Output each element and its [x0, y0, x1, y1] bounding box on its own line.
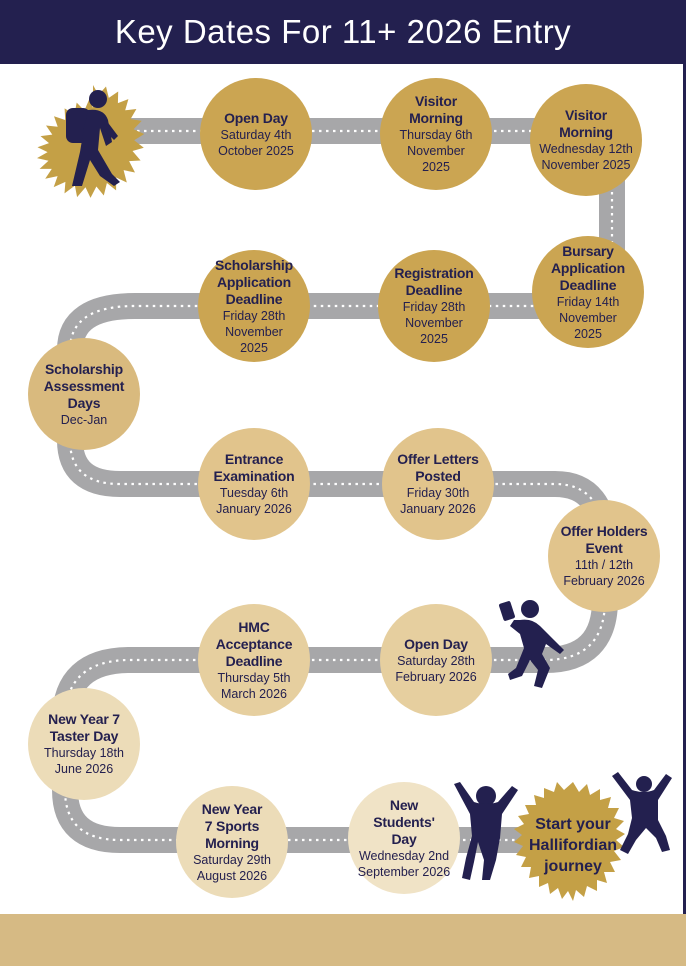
event-title: Offer Letters Posted: [397, 451, 479, 484]
event-circle-offer-holders: Offer Holders Event 11th / 12th February…: [548, 500, 660, 612]
event-circle-open-day-oct: Open Day Saturday 4th October 2025: [200, 78, 312, 190]
event-title: Bursary Application Deadline: [550, 242, 626, 293]
event-date: Wednesday 12th November 2025: [539, 142, 633, 172]
event-circle-entrance-examination: Entrance Examination Tuesday 6th January…: [198, 428, 310, 540]
event-title: New Year 7 Sports Morning: [201, 800, 263, 851]
event-date: 11th / 12th February 2026: [563, 558, 645, 588]
event-title: Scholarship Application Deadline: [215, 256, 293, 307]
event-title: Open Day: [404, 635, 468, 652]
event-title: New Year 7 Taster Day: [48, 711, 120, 744]
event-date: Friday 28th November 2025: [402, 300, 466, 346]
event-date: Thursday 18th June 2026: [44, 746, 124, 776]
event-circle-new-students-day: New Students' Day Wednesday 2nd Septembe…: [348, 782, 460, 894]
event-circle-scholarship-application: Scholarship Application Deadline Friday …: [198, 250, 310, 362]
finish-seal-badge: [514, 782, 625, 901]
event-circle-visitor-morning-6nov: Visitor Morning Thursday 6th November 20…: [380, 78, 492, 190]
event-title: Visitor Morning: [409, 93, 463, 126]
jumping-child-icon: [454, 782, 518, 880]
event-circle-open-day-feb: Open Day Saturday 28th February 2026: [380, 604, 492, 716]
reading-student-icon: [499, 600, 564, 688]
event-date: Thursday 5th March 2026: [217, 670, 291, 701]
event-title: Offer Holders Event: [560, 523, 648, 556]
event-circle-offer-letters: Offer Letters Posted Friday 30th January…: [382, 428, 494, 540]
event-date: Dec-Jan: [60, 412, 108, 427]
header-banner: Key Dates For 11+ 2026 Entry: [0, 0, 686, 64]
event-date: Friday 28th November 2025: [222, 308, 286, 355]
event-title: Registration Deadline: [394, 265, 474, 298]
event-circle-registration-deadline: Registration Deadline Friday 28th Novemb…: [378, 250, 490, 362]
finish-text: Start your Hallifordian journey: [528, 815, 617, 875]
right-border-strip: [683, 64, 686, 914]
event-date: Thursday 6th November 2025: [399, 128, 473, 174]
event-circle-sports-morning: New Year 7 Sports Morning Saturday 29th …: [176, 786, 288, 898]
finish-seal: Start your Hallifordian journey: [506, 774, 640, 908]
road-surface: [52, 118, 625, 853]
event-date: Saturday 29th August 2026: [193, 852, 271, 883]
event-title: HMC Acceptance Deadline: [215, 618, 293, 669]
page-title: Key Dates For 11+ 2026 Entry: [114, 13, 572, 50]
event-date: Saturday 28th February 2026: [395, 653, 477, 684]
event-title: Visitor Morning: [559, 107, 613, 140]
event-title: Entrance Examination: [213, 451, 295, 484]
event-title: New Students' Day: [373, 796, 435, 847]
jumping-children-icon: [612, 772, 672, 854]
event-circle-scholarship-assessment: Scholarship Assessment Days Dec-Jan: [28, 338, 140, 450]
event-title: Open Day: [224, 109, 288, 126]
start-seal: [26, 80, 160, 206]
event-circle-taster-day: New Year 7 Taster Day Thursday 18th June…: [28, 688, 140, 800]
event-date: Saturday 4th October 2025: [218, 127, 294, 158]
event-date: Wednesday 2nd September 2026: [357, 848, 451, 879]
footer-band: [0, 914, 686, 966]
event-circle-visitor-morning-12nov: Visitor Morning Wednesday 12th November …: [530, 84, 642, 196]
event-date: Tuesday 6th January 2026: [216, 486, 292, 516]
event-circle-bursary-deadline: Bursary Application Deadline Friday 14th…: [532, 236, 644, 348]
event-date: Friday 14th November 2025: [556, 294, 620, 341]
event-title: Scholarship Assessment Days: [43, 360, 125, 411]
walking-student-icon: [37, 85, 145, 198]
event-date: Friday 30th January 2026: [400, 486, 476, 516]
event-circle-hmc-acceptance: HMC Acceptance Deadline Thursday 5th Mar…: [198, 604, 310, 716]
